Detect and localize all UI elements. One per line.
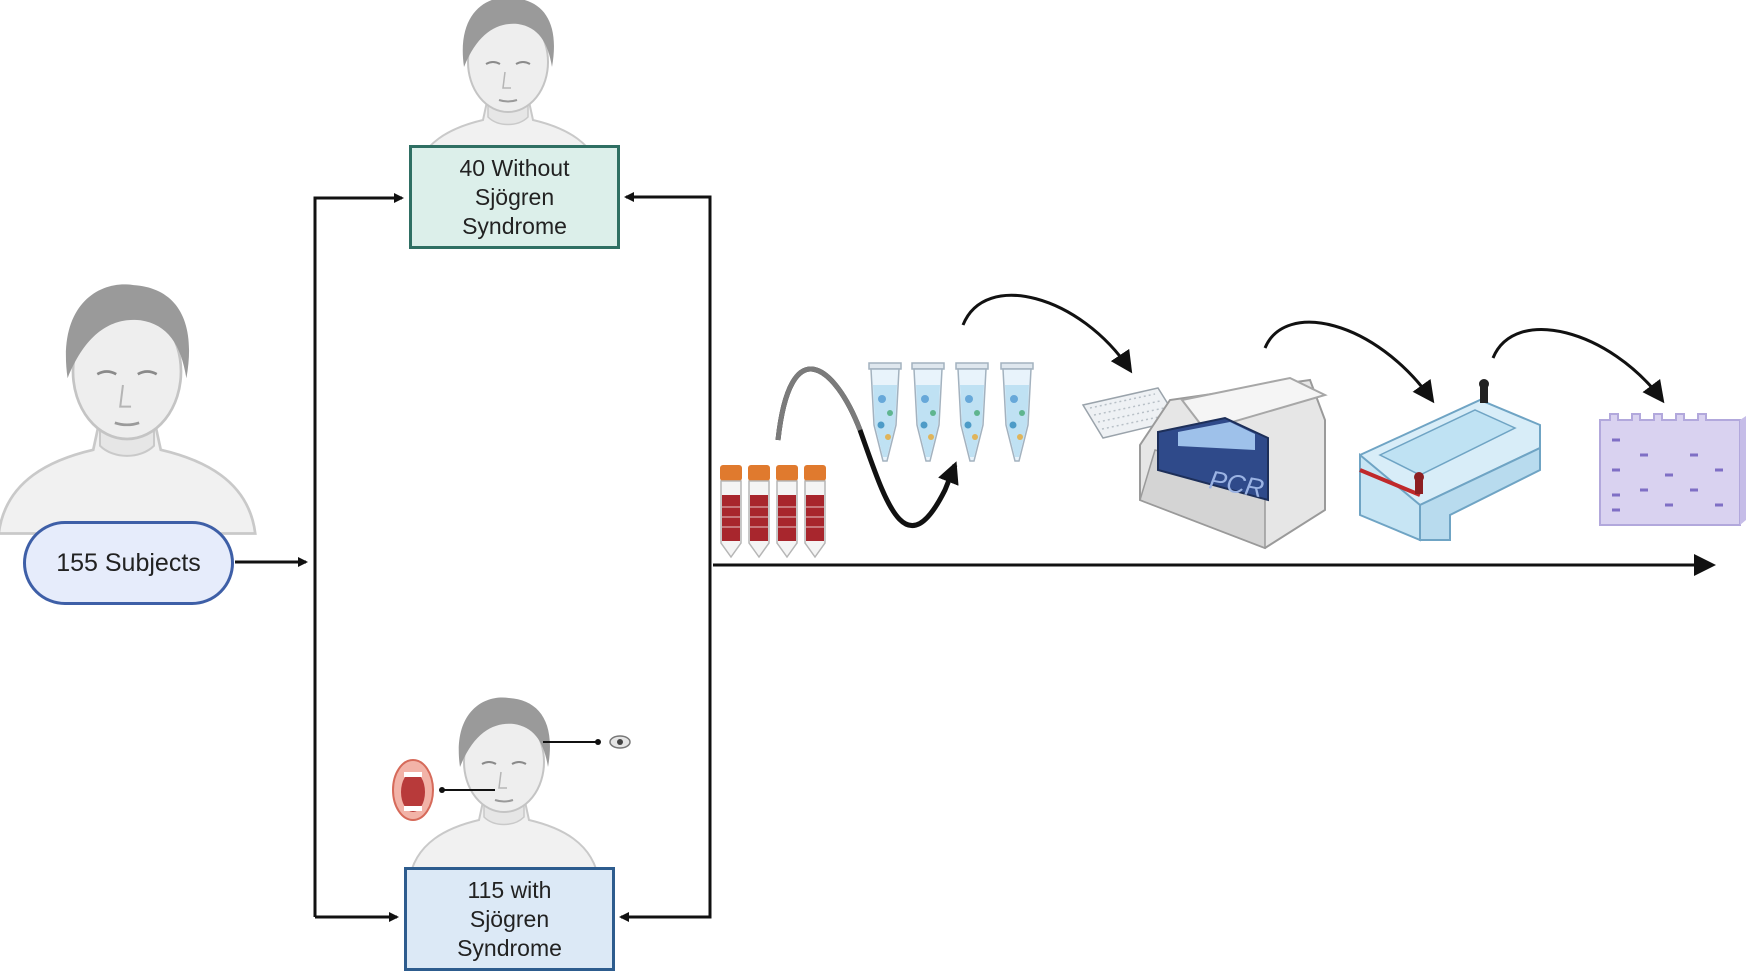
without-sjogren-box: 40 Without Sjögren Syndrome	[409, 145, 620, 249]
microtube-icon	[868, 362, 1034, 462]
without-line-3: Syndrome	[462, 212, 567, 239]
split-to-without-arrow	[313, 193, 404, 917]
person-icon-with	[408, 696, 600, 883]
blood-tube-icon	[719, 464, 827, 558]
with-line-3: Syndrome	[457, 934, 562, 961]
with-line-1: 115 with	[467, 876, 552, 903]
merge-to-with-arrow	[619, 565, 712, 922]
without-line-2: Sjögren	[474, 183, 555, 210]
gel-icon	[1599, 413, 1746, 526]
pcr-machine-icon: PCR	[1139, 376, 1328, 550]
pcr-to-electrophoresis-arrow	[1263, 320, 1435, 404]
electrophoresis-tank-icon	[1359, 379, 1541, 542]
subjects-label: 155 Subjects	[56, 548, 201, 577]
with-line-2: Sjögren	[469, 905, 550, 932]
without-line-1: 40 Without	[459, 154, 570, 181]
person-icon-subjects	[0, 283, 257, 535]
tubes-to-pcr-arrow	[961, 293, 1133, 374]
merge-to-without-arrow	[624, 192, 712, 565]
mouth-icon	[392, 759, 434, 821]
subjects-box: 155 Subjects	[23, 521, 234, 605]
electrophoresis-to-gel-arrow	[1491, 328, 1665, 404]
eye-icon	[609, 735, 631, 749]
with-sjogren-box: 115 with Sjögren Syndrome	[404, 867, 615, 971]
